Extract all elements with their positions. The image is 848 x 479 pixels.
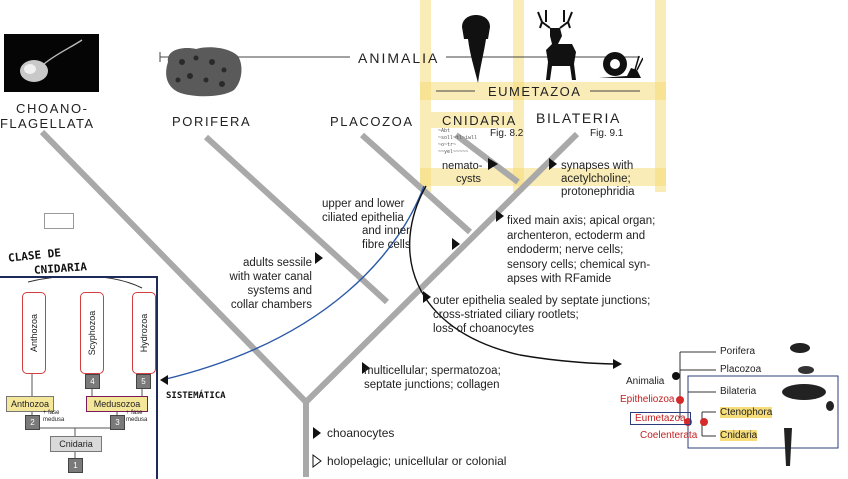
node-anthozoa: Anthozoa <box>6 396 54 412</box>
arrow-upper-lower <box>452 238 460 250</box>
cnidaria-class-panel: Anthozoa Scyphozoa Hydrozoa 4 5 Anthozoa… <box>0 276 158 479</box>
choanoflagellate-image <box>4 34 99 92</box>
scribble-notes: ~Abt~soll~tl~iwll~o~tr~~~yel~~~~~ <box>438 128 478 155</box>
number-1: 1 <box>68 458 83 473</box>
node-cnidaria: Cnidaria <box>50 436 102 452</box>
note-outer-epithelia: outer epithelia sealed by septate juncti… <box>433 295 651 335</box>
branch-porifera <box>203 134 390 305</box>
fig-bilateria: Fig. 9.1 <box>590 128 624 139</box>
mini-clade-coelenterata: Coelenterata <box>640 430 698 441</box>
arrow-multicellular <box>362 362 370 374</box>
taxon-porifera: PORIFERA <box>172 114 252 129</box>
branch-bilateria-backbone <box>303 131 580 405</box>
eumetazoa-label: EUMETAZOA <box>488 84 582 99</box>
taxon-cnidaria: CNIDARIA <box>442 113 517 128</box>
highlight-eumetazoa-band <box>420 82 666 100</box>
note-nematocysts: nemato- cysts <box>442 160 483 185</box>
arrow-synapses <box>549 158 557 170</box>
number-5: 5 <box>136 374 151 389</box>
highlight-bottom-band <box>420 168 666 186</box>
class-box-hydrozoa: Hydrozoa <box>132 292 156 374</box>
branch-cnidaria <box>454 132 520 185</box>
class-box-scyphozoa: Scyphozoa <box>80 292 104 374</box>
bilateria-snail-image <box>597 48 644 80</box>
branch-placozoa <box>359 132 473 235</box>
mini-clade-epitheliozoa: Epitheliozoa <box>620 394 675 405</box>
mini-clade-animalia: Animalia <box>626 376 665 387</box>
note-sessile: adults sessile with water canal systems … <box>229 257 312 311</box>
node-medusozoa: Medusozoa <box>86 396 148 412</box>
bilateria-deer-image <box>532 8 582 82</box>
cnidaria-jellyfish-image <box>458 5 494 85</box>
taxon-choano-line1: CHOANO- <box>16 101 89 116</box>
animalia-label: ANIMALIA <box>358 50 440 66</box>
arrow-outer-epithelia <box>423 291 431 303</box>
small-note-box <box>44 213 74 229</box>
mini-taxon-cnidaria: Cnidaria <box>720 430 758 441</box>
mini-taxon-ctenophora: Ctenophora <box>720 407 773 418</box>
note-choanocytes: choanocytes <box>327 426 395 440</box>
note-synapses: synapses with acetylcholine; protonephri… <box>561 160 635 198</box>
highlight-cnidaria-label <box>431 112 513 128</box>
note-fixed-axis: fixed main axis; apical organ; archenter… <box>507 215 656 286</box>
mini-taxon-bilateria: Bilateria <box>720 386 757 397</box>
porifera-sponge-image <box>162 44 244 98</box>
number-3: 3 <box>110 415 125 430</box>
hand-arrow-to-minitree <box>408 185 619 365</box>
fig-cnidaria: Fig. 8.2 <box>490 128 524 139</box>
taxon-choano-line2: FLAGELLATA <box>0 116 95 131</box>
note-multicellular: multicellular; spermatozoa; septate junc… <box>364 365 501 391</box>
note-upper-lower: upper and lower ciliated epithelia and i… <box>322 198 411 251</box>
arrow-sessile <box>315 252 323 264</box>
mini-taxon-placozoa: Placozoa <box>720 364 762 375</box>
branch-choanoflagellata <box>39 129 309 405</box>
class-box-anthozoa: Anthozoa <box>22 292 46 374</box>
arrow-nematocysts <box>488 158 498 170</box>
hand-fase-medusa-2: + fase medusa <box>126 410 148 423</box>
hand-sistematica: SISTEMÁTICA <box>166 391 226 401</box>
taxon-placozoa: PLACOZOA <box>330 114 414 129</box>
number-4: 4 <box>85 374 100 389</box>
hand-fase-medusa-1: + fase medusa <box>43 410 65 423</box>
mini-clade-eumetazoa: Eumetazoa <box>630 412 691 425</box>
arrow-choanocytes <box>313 427 321 439</box>
hand-arrow-to-panel <box>161 185 425 381</box>
mini-taxon-porifera: Porifera <box>720 346 756 357</box>
note-holopelagic: holopelagic; unicellular or colonial <box>327 454 507 468</box>
number-2: 2 <box>25 415 40 430</box>
taxon-bilateria: BILATERIA <box>536 110 621 126</box>
arrow-fixed-axis <box>496 210 504 222</box>
mini-cladogram: Porifera Placozoa Bilateria Ctenophora C… <box>620 336 848 477</box>
arrow-holopelagic <box>312 454 322 468</box>
